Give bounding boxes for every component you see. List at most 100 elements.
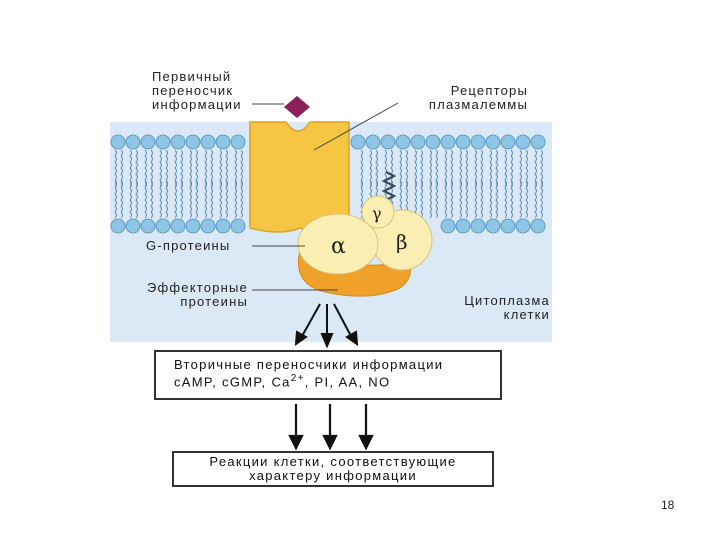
cell-reactions-text: Реакции клетки, соответствующие характер… — [174, 455, 492, 483]
lipid-heads-inner — [110, 218, 546, 234]
lipid-head — [110, 218, 126, 234]
g-protein-gamma — [361, 195, 395, 229]
lipid-heads-outer — [110, 134, 546, 150]
page-number: 18 — [661, 498, 675, 512]
second-messengers-box: Вторичные переносчики информации cAMP, c… — [154, 350, 502, 400]
lipid-tail — [465, 149, 468, 219]
lipid-head — [140, 218, 156, 234]
primary-messenger-line-1: Первичный — [152, 69, 232, 84]
lipid-tail — [540, 149, 543, 219]
lipid-tail — [504, 149, 507, 219]
lipid-tail — [114, 149, 117, 219]
effector-proteins-label: Эффекторные протеины — [136, 281, 248, 309]
lipid-head — [140, 134, 156, 150]
primary-messenger-label: Первичный переносчик информации — [152, 70, 242, 112]
lipid-tail — [519, 149, 522, 219]
lipid-tail — [489, 149, 492, 219]
lipid-head — [530, 134, 546, 150]
lipid-head — [485, 218, 501, 234]
lipid-head — [500, 134, 516, 150]
lipid-tail — [525, 149, 528, 219]
lipid-head — [470, 218, 486, 234]
g-proteins-text: G-протеины — [146, 238, 231, 253]
lipid-head — [485, 134, 501, 150]
g-protein-alpha — [297, 213, 379, 275]
lipid-head — [200, 218, 216, 234]
gamma-label: γ — [372, 204, 382, 223]
lipid-head — [200, 134, 216, 150]
lipid-tail — [150, 149, 153, 219]
lipid-tail — [474, 149, 477, 219]
messengers-list-a: cAMP, cGMP, Ca — [174, 374, 291, 390]
lipid-tail — [459, 149, 462, 219]
lipid-tail — [450, 149, 453, 219]
receptors-label: Рецепторы плазмалеммы — [404, 84, 528, 112]
second-messengers-line-2: cAMP, cGMP, Ca2+, PI, AA, NO — [174, 372, 443, 389]
lipid-head — [455, 134, 471, 150]
lipid-tail — [420, 149, 423, 219]
lipid-tails — [114, 149, 543, 219]
lipid-head — [500, 218, 516, 234]
lipid-head — [350, 134, 366, 150]
lipid-head — [425, 134, 441, 150]
receptors-line-2: плазмалеммы — [428, 97, 528, 112]
cytoplasm-line-1: Цитоплазма — [464, 293, 550, 308]
lipid-tail — [429, 149, 432, 219]
lipid-head — [380, 134, 396, 150]
ligand-diamond — [284, 96, 310, 118]
second-messengers-text: Вторичные переносчики информации cAMP, c… — [174, 358, 443, 389]
lipid-head — [530, 218, 546, 234]
lipid-tail — [165, 149, 168, 219]
lipid-tail — [435, 149, 438, 219]
lipid-head — [365, 134, 381, 150]
g-proteins-label: G-протеины — [146, 239, 230, 253]
lipid-head — [215, 134, 231, 150]
lipid-tail — [174, 149, 177, 219]
calcium-charge: 2+ — [290, 373, 305, 384]
second-messengers-line-1: Вторичные переносчики информации — [174, 357, 444, 372]
lipid-head — [125, 218, 141, 234]
lipid-anchor — [381, 171, 397, 201]
lipid-tail — [219, 149, 222, 219]
lipid-head — [155, 218, 171, 234]
lipid-head — [230, 218, 246, 234]
lipid-tail — [240, 149, 243, 219]
receptors-line-1: Рецепторы — [450, 83, 528, 98]
arrows-to-messengers — [294, 303, 359, 349]
lipid-tail — [189, 149, 192, 219]
lipid-head — [155, 134, 171, 150]
lipid-tail — [225, 149, 228, 219]
lipid-head — [440, 218, 456, 234]
lipid-tail — [360, 149, 363, 219]
lipid-head — [515, 218, 531, 234]
alpha-label: α — [331, 234, 346, 259]
lipid-tail — [135, 149, 138, 219]
lipid-head — [125, 134, 141, 150]
lipid-head — [215, 218, 231, 234]
lipid-tail — [510, 149, 513, 219]
lipid-tail — [180, 149, 183, 219]
lipid-tail — [480, 149, 483, 219]
lipid-head — [170, 218, 186, 234]
primary-messenger-line-3: информации — [152, 97, 242, 112]
leader-receptor — [313, 102, 399, 151]
cell-reactions-box: Реакции клетки, соответствующие характер… — [172, 451, 494, 487]
lipid-tail — [144, 149, 147, 219]
lipid-tail — [534, 149, 537, 219]
lipid-tail — [495, 149, 498, 219]
lipid-head — [470, 134, 486, 150]
lipid-tail — [204, 149, 207, 219]
lipid-tail — [120, 149, 123, 219]
effector-line-1: Эффекторные — [146, 280, 248, 295]
lipid-head — [110, 134, 126, 150]
lipid-head — [185, 134, 201, 150]
lipid-tail — [129, 149, 132, 219]
lipid-head — [185, 218, 201, 234]
cell-reactions-line-2: характеру информации — [249, 468, 417, 483]
lipid-head — [170, 134, 186, 150]
cell-reactions-line-1: Реакции клетки, соответствующие — [209, 454, 457, 469]
lipid-head — [230, 134, 246, 150]
beta-label: β — [396, 230, 408, 254]
messengers-list-b: , PI, AA, NO — [304, 374, 391, 390]
